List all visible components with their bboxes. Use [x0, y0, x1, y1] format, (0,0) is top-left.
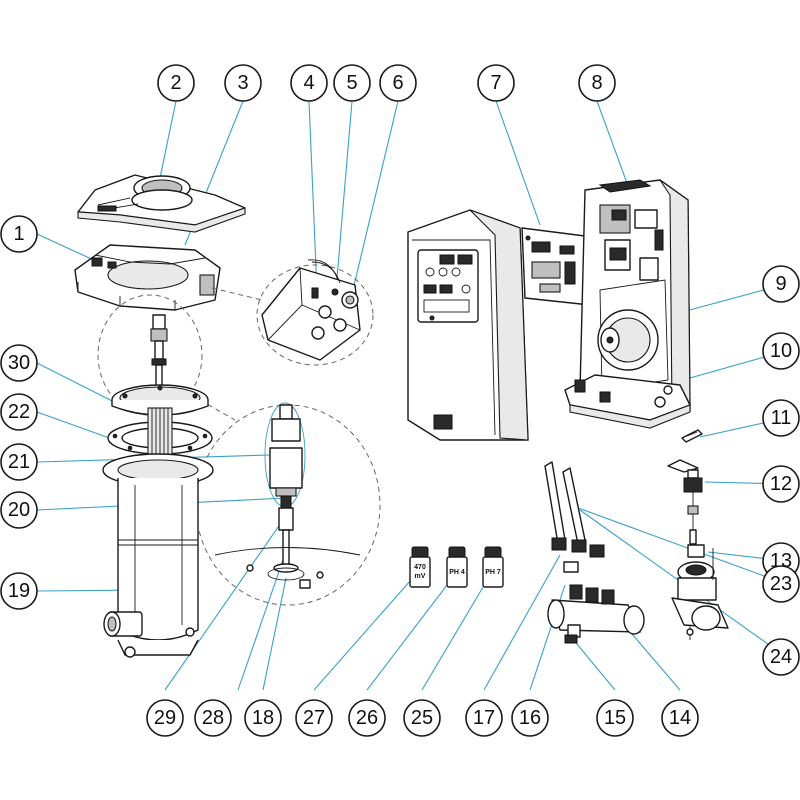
- svg-text:12: 12: [770, 473, 792, 495]
- detail-circle-terminals: [256, 264, 374, 366]
- callout-1: 1: [0, 215, 38, 253]
- svg-text:16: 16: [519, 707, 541, 729]
- detail-circle-electrode-top: [97, 294, 203, 416]
- part-base-plate: [564, 374, 691, 429]
- svg-text:4: 4: [303, 72, 314, 94]
- callout-12: 12: [762, 465, 800, 503]
- part-flange-plate: [111, 384, 209, 416]
- svg-text:11: 11: [771, 407, 792, 429]
- callout-28: 28: [194, 699, 232, 737]
- svg-text:9: 9: [775, 273, 786, 295]
- bottle-orp-470: 470 mV: [409, 546, 431, 588]
- svg-text:29: 29: [154, 707, 176, 729]
- callout-5: 5: [333, 64, 371, 102]
- bottle-ph4: PH 4: [446, 546, 468, 588]
- bottle-ph4-label: PH 4: [449, 569, 465, 576]
- callout-23: 23: [762, 565, 800, 603]
- callout-19: 19: [0, 572, 38, 610]
- svg-text:1: 1: [13, 223, 24, 245]
- part-pipe-clamp: [671, 544, 729, 640]
- svg-text:23: 23: [770, 573, 792, 595]
- callout-6: 6: [379, 64, 417, 102]
- callout-2: 2: [157, 64, 195, 102]
- part-electrode-plates: [147, 407, 173, 459]
- svg-text:27: 27: [303, 707, 325, 729]
- svg-text:30: 30: [8, 352, 30, 374]
- svg-text:18: 18: [252, 707, 274, 729]
- callout-16: 16: [511, 699, 549, 737]
- callout-7: 7: [477, 64, 515, 102]
- svg-text:15: 15: [604, 707, 626, 729]
- callout-4: 4: [290, 64, 328, 102]
- part-control-unit: [407, 209, 529, 441]
- callout-27: 27: [295, 699, 333, 737]
- callout-17: 17: [465, 699, 503, 737]
- bottle-orp-line2: mV: [415, 573, 426, 580]
- part-transformer: [597, 309, 659, 371]
- svg-text:25: 25: [411, 707, 433, 729]
- svg-text:22: 22: [8, 401, 30, 423]
- callout-10: 10: [762, 332, 800, 370]
- callout-26: 26: [348, 699, 386, 737]
- svg-text:28: 28: [202, 707, 224, 729]
- svg-text:21: 21: [8, 451, 30, 473]
- bottle-ph7: PH 7: [482, 546, 504, 588]
- svg-text:8: 8: [591, 72, 602, 94]
- callout-15: 15: [596, 699, 634, 737]
- part-fuse: [681, 429, 703, 443]
- part-manifold: [547, 584, 645, 644]
- callout-14: 14: [661, 699, 699, 737]
- part-terminal-block: [261, 259, 361, 361]
- callout-21: 21: [0, 443, 38, 481]
- callout-3: 3: [224, 64, 262, 102]
- svg-text:24: 24: [770, 646, 792, 668]
- svg-text:14: 14: [669, 707, 691, 729]
- part-electrode-detail: [214, 402, 361, 589]
- callout-9: 9: [762, 265, 800, 303]
- callout-22: 22: [0, 393, 38, 431]
- callout-30: 30: [0, 344, 38, 382]
- svg-text:6: 6: [392, 72, 403, 94]
- callout-18: 18: [244, 699, 282, 737]
- callout-20: 20: [0, 491, 38, 529]
- svg-text:26: 26: [356, 707, 378, 729]
- part-lid-cover: [77, 174, 246, 233]
- callout-25: 25: [403, 699, 441, 737]
- part-electrode-top: [149, 314, 169, 397]
- part-probes: [544, 461, 605, 573]
- bottle-ph7-label: PH 7: [485, 569, 501, 576]
- svg-text:3: 3: [237, 72, 248, 94]
- svg-text:20: 20: [8, 499, 30, 521]
- svg-text:2: 2: [170, 72, 181, 94]
- callout-11: 11: [762, 399, 800, 437]
- svg-text:10: 10: [770, 340, 792, 362]
- svg-text:19: 19: [8, 580, 30, 602]
- part-housing-base: [74, 244, 221, 311]
- part-cell-body: [102, 453, 214, 658]
- callout-24: 24: [762, 638, 800, 676]
- part-flow-switch: [667, 459, 703, 545]
- svg-text:7: 7: [490, 72, 501, 94]
- svg-text:17: 17: [473, 707, 495, 729]
- bottle-orp-line1: 470: [414, 564, 426, 571]
- svg-text:5: 5: [346, 72, 357, 94]
- callout-29: 29: [146, 699, 184, 737]
- callout-8: 8: [578, 64, 616, 102]
